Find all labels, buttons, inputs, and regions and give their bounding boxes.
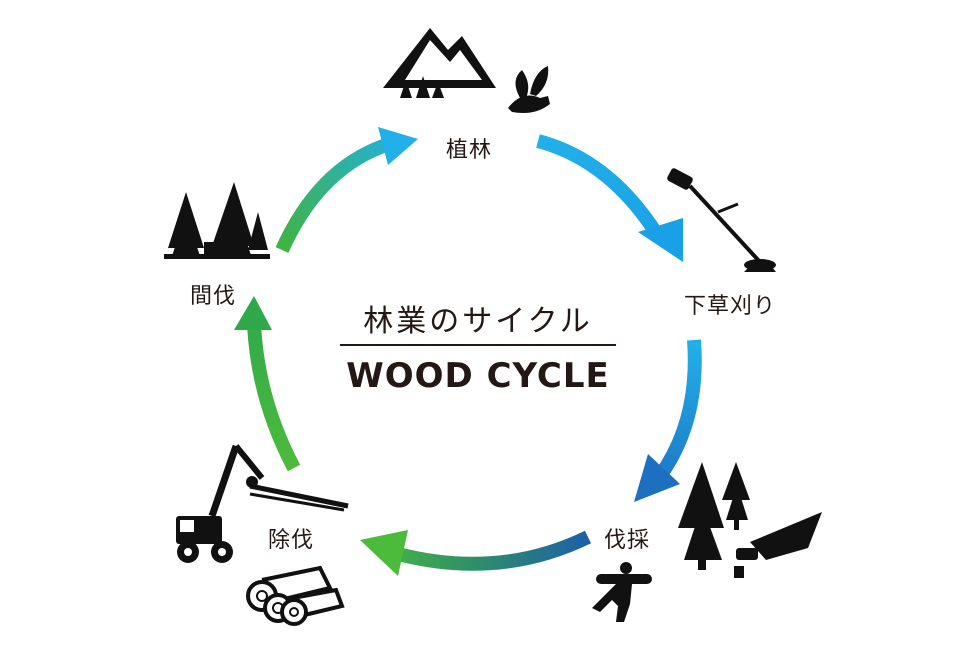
stage-label-removal: 除伐 xyxy=(268,528,315,553)
lumberjack-chainsaw-trees-icon xyxy=(592,462,822,622)
mountains-sprout-icon xyxy=(383,28,550,113)
arrowhead-planting xyxy=(378,127,418,165)
arrowhead-thinning xyxy=(234,296,272,330)
arrow-logging-to-removal xyxy=(396,530,592,571)
arrow-removal-to-thinning xyxy=(247,324,301,472)
arrowhead-logging xyxy=(634,454,680,502)
stage-label-thinning: 間伐 xyxy=(190,284,237,309)
cycle-title-english: WOOD CYCLE xyxy=(346,356,610,396)
conifer-trees-icon xyxy=(164,182,270,259)
arrowhead-removal xyxy=(360,530,408,576)
stage-label-logging: 伐採 xyxy=(604,528,651,553)
arrow-thinning-to-planting xyxy=(275,136,395,253)
stage-label-planting: 植林 xyxy=(446,138,493,163)
stage-label-weeding: 下草刈り xyxy=(684,294,777,319)
arrow-weeding-to-logging xyxy=(654,339,702,481)
brush-cutter-icon xyxy=(667,168,776,272)
title-divider xyxy=(340,344,616,346)
arrow-planting-to-weeding xyxy=(536,134,664,240)
arrowhead-weeding xyxy=(638,218,683,262)
cycle-title-japanese: 林業のサイクル xyxy=(363,304,593,339)
forestry-machine-logs-icon xyxy=(176,444,349,626)
